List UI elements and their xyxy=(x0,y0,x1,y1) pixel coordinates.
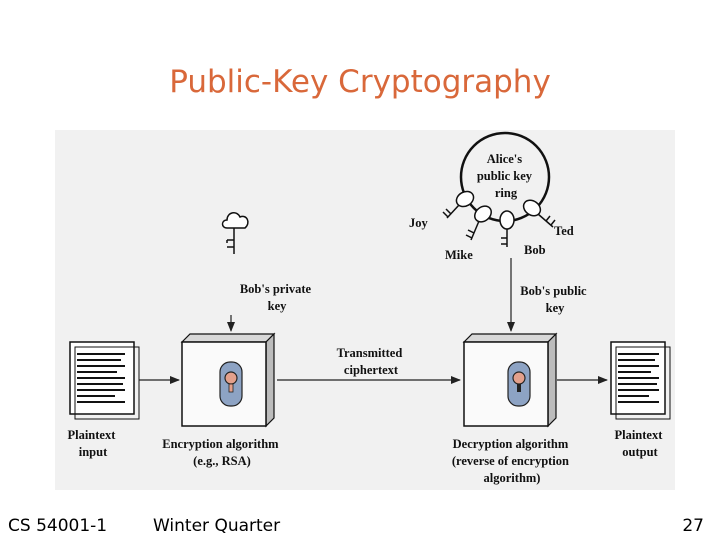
encryption-algorithm-label: Encryption algorithm (e.g., RSA) xyxy=(162,437,281,468)
plaintext-input-document-icon xyxy=(69,341,140,420)
slide-title: Public-Key Cryptography xyxy=(169,64,551,100)
footer-course: CS 54001-1 xyxy=(8,516,108,536)
plaintext-input-label: Plaintext input xyxy=(67,428,118,459)
lock-icon xyxy=(507,361,531,407)
key-name-ted: Ted xyxy=(554,224,574,238)
private-key-icon xyxy=(221,212,249,254)
ciphertext-label: Transmitted ciphertext xyxy=(337,346,406,377)
key-ring-label: Alice's public key ring xyxy=(477,152,535,200)
key-name-bob: Bob xyxy=(524,243,546,257)
lock-icon xyxy=(219,361,243,407)
footer-term: Winter Quarter xyxy=(153,516,281,536)
plaintext-output-label: Plaintext output xyxy=(614,428,665,459)
key-name-mike: Mike xyxy=(445,248,473,262)
plaintext-output-document-icon xyxy=(610,341,671,420)
footer-page-number: 27 xyxy=(682,516,704,536)
public-key-label: Bob's public key xyxy=(520,284,589,315)
private-key-label: Bob's private key xyxy=(240,282,314,313)
encryption-algorithm-box xyxy=(180,332,276,428)
key-ring-icon xyxy=(442,131,556,247)
decryption-algorithm-label: Decryption algorithm (reverse of encrypt… xyxy=(452,437,572,485)
public-key-diagram: Alice's public key ring Joy Mike Bob Ted… xyxy=(55,130,675,490)
key-name-joy: Joy xyxy=(409,216,429,230)
decryption-algorithm-box xyxy=(462,332,558,428)
